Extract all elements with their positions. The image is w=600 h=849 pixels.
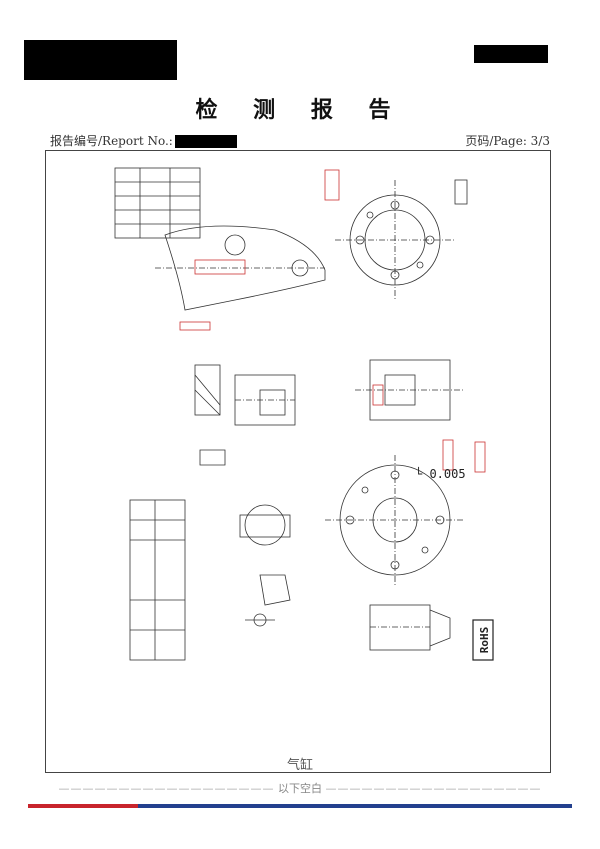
redacted-logo	[24, 40, 177, 80]
spec-table	[114, 167, 201, 239]
end-dash-right: ——————————————————	[325, 782, 542, 795]
page-title: 检 测 报 告	[195, 97, 405, 123]
arm-part	[164, 225, 326, 311]
report-number: 报告编号/Report No.:	[50, 132, 237, 149]
title-block	[129, 499, 186, 661]
svg-text:RoHS: RoHS	[478, 627, 491, 654]
footer-bar-blue	[138, 804, 572, 808]
drawing-caption: 气缸	[286, 758, 313, 773]
bottom-part	[369, 604, 431, 651]
technical-drawing: └ 0.005 RoHS	[114, 167, 494, 661]
rohs-stamp: RoHS	[472, 619, 494, 661]
end-marker: —————————————————— 以下空白 ————————————————…	[0, 780, 600, 796]
cylinder-end	[244, 504, 286, 546]
tolerance-annotation: └ 0.005	[415, 466, 466, 481]
end-text: 以下空白	[278, 782, 322, 795]
footer-bar	[28, 804, 572, 808]
drawing-frame	[45, 150, 551, 773]
redacted-report-number	[174, 135, 237, 148]
end-dash-left: ——————————————————	[58, 782, 275, 795]
footer-bar-red	[28, 804, 138, 808]
report-number-label: 报告编号/Report No.:	[50, 134, 173, 148]
redacted-header-id	[474, 45, 548, 63]
page-number: 页码/Page: 3/3	[465, 134, 550, 148]
